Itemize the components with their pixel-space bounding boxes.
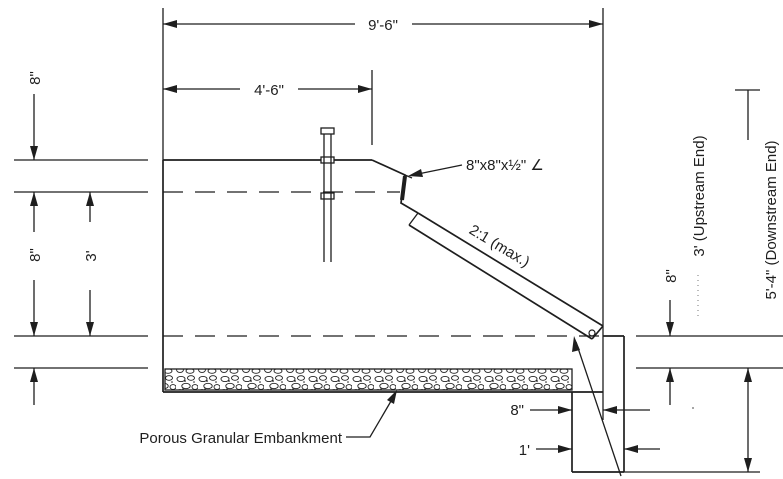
toe-offset-label: 1' — [519, 442, 530, 459]
crest-dimension-arrow-left — [163, 85, 177, 93]
anchor-bolt-nut — [320, 192, 335, 200]
upstream-height-label: 3' (Upstream End) — [691, 135, 708, 256]
apron-end-cap — [591, 325, 604, 340]
angle-callout-arrow — [408, 169, 423, 177]
depth-dimension-arrow-bottom — [86, 322, 94, 336]
anchor-bolt-plate — [320, 156, 335, 164]
apron-end-anchor — [588, 329, 596, 337]
stray-dot — [692, 407, 694, 409]
steel-angle-outline — [371, 159, 419, 214]
steel-angle-thick-edge — [400, 175, 407, 201]
apron-lower-edge — [408, 224, 593, 340]
toe-leader-line — [575, 341, 622, 477]
toe-thickness-arrow-top — [666, 322, 674, 336]
anchor-bolt-head — [320, 127, 335, 135]
overall-dimension-arrow-right — [589, 20, 603, 28]
embankment-leader-line — [346, 395, 395, 438]
embankment-label: Porous Granular Embankment — [139, 430, 342, 447]
base-thickness-arrow-bottom — [30, 368, 38, 382]
steel-angle-edge — [404, 174, 413, 179]
base-thickness-label: 8" — [27, 248, 44, 262]
crest-dimension-arrow-right — [358, 85, 372, 93]
toe-width-label: 8" — [510, 402, 524, 419]
toe-offset-arrow-right — [624, 445, 638, 453]
downstream-height-arrow-bottom — [744, 458, 752, 472]
overall-dimension-arrow-left — [163, 20, 177, 28]
angle-callout-label: 8"x8"x½" ∠ — [466, 157, 544, 174]
depth-dimension-arrow-top — [86, 192, 94, 206]
top-thickness-arrow-bottom — [30, 192, 38, 206]
downstream-height-label: 5'-4" (Downstream End) — [763, 140, 780, 299]
overall-width-label: 9'-6" — [368, 17, 398, 34]
crest-width-label: 4'-6" — [254, 82, 284, 99]
top-thickness-label: 8" — [27, 71, 44, 85]
embankment-leader-arrow — [387, 390, 397, 404]
toe-width-arrow-left — [558, 406, 572, 414]
toe-leader-arrow — [572, 336, 580, 352]
toe-thickness-arrow-bottom — [666, 368, 674, 382]
downstream-height-arrow-top — [744, 368, 752, 382]
wall-depth-label: 3' — [83, 250, 100, 261]
apron-top-cap — [408, 212, 419, 226]
base-thickness-arrow-top — [30, 322, 38, 336]
top-thickness-arrow-top — [30, 146, 38, 160]
apron-upper-edge — [417, 212, 604, 327]
toe-width-arrow-right — [603, 406, 617, 414]
toe-thickness-label: 8" — [663, 269, 680, 283]
toe-offset-arrow-left — [558, 445, 572, 453]
porous-granular-embankment — [164, 368, 573, 391]
